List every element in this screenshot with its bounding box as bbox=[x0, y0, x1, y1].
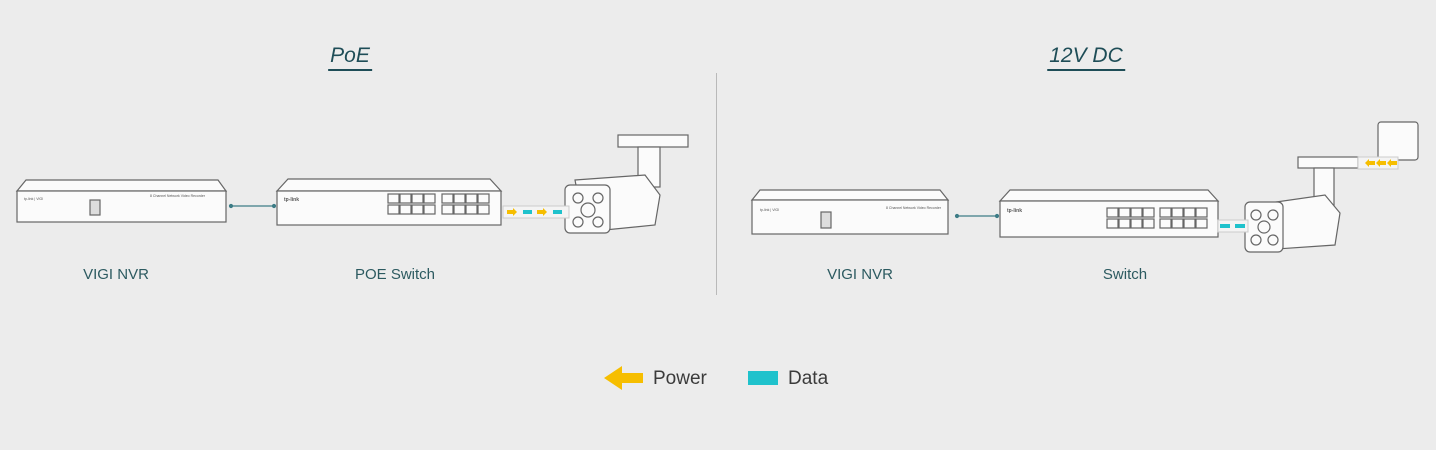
power-arrow-icon bbox=[604, 366, 643, 390]
dc-switch-label: Switch bbox=[1102, 266, 1148, 283]
ethernet-port bbox=[1142, 207, 1155, 218]
ethernet-port bbox=[1130, 207, 1143, 218]
ethernet-port bbox=[1142, 218, 1155, 229]
ethernet-port bbox=[387, 193, 400, 204]
camera-poe bbox=[564, 134, 689, 234]
port-group bbox=[1106, 207, 1155, 229]
nvr-model-text: 8 Channel Network Video Recorder bbox=[886, 206, 942, 210]
ethernet-port bbox=[399, 193, 412, 204]
wall-outlet-icon bbox=[1377, 121, 1419, 161]
ethernet-port bbox=[1171, 207, 1184, 218]
ethernet-port bbox=[399, 204, 412, 215]
data-cable bbox=[1217, 219, 1249, 233]
ethernet-port bbox=[411, 204, 424, 215]
legend-data-label: Data bbox=[788, 368, 829, 389]
ethernet-port bbox=[1183, 207, 1196, 218]
poe-section-title: PoE bbox=[328, 44, 372, 71]
ethernet-port bbox=[1195, 207, 1208, 218]
ethernet-port bbox=[1118, 207, 1131, 218]
ethernet-port bbox=[453, 204, 466, 215]
legend-power-label: Power bbox=[653, 368, 707, 389]
switch-device: tp-link bbox=[998, 189, 1220, 238]
ethernet-port bbox=[1159, 207, 1172, 218]
nvr-device-dc: tp-link | VIGI 8 Channel Network Video R… bbox=[750, 189, 950, 235]
ethernet-port bbox=[387, 204, 400, 215]
ethernet-port bbox=[465, 193, 478, 204]
data-swatch-icon bbox=[748, 371, 778, 385]
ethernet-port bbox=[423, 193, 436, 204]
ethernet-port bbox=[1171, 218, 1184, 229]
switch-brand-text: tp-link bbox=[284, 197, 299, 203]
power-cable bbox=[1357, 156, 1399, 170]
ethernet-port bbox=[441, 193, 454, 204]
ethernet-port bbox=[1195, 218, 1208, 229]
poe-cable bbox=[502, 205, 570, 219]
poe-switch-label: POE Switch bbox=[354, 266, 436, 283]
ethernet-port bbox=[1130, 218, 1143, 229]
ethernet-port bbox=[477, 204, 490, 215]
ethernet-port bbox=[1159, 218, 1172, 229]
port-group bbox=[441, 193, 490, 215]
port-group bbox=[1159, 207, 1208, 229]
nvr-brand-text: tp-link | VIGI bbox=[760, 208, 779, 212]
ethernet-port bbox=[1183, 218, 1196, 229]
poe-switch-device: tp-link bbox=[275, 178, 503, 226]
ethernet-port bbox=[1106, 207, 1119, 218]
nvr-model-text: 8 Channel Network Video Recorder bbox=[150, 194, 206, 198]
switch-brand-text: tp-link bbox=[1007, 208, 1022, 214]
nvr-device-poe: tp-link | VIGI 8 Channel Network Video R… bbox=[15, 179, 228, 223]
nvr-switch-link bbox=[228, 203, 1000, 219]
section-divider bbox=[716, 73, 717, 295]
ethernet-port bbox=[477, 193, 490, 204]
ethernet-port bbox=[411, 193, 424, 204]
ethernet-port bbox=[441, 204, 454, 215]
dc-nvr-label: VIGI NVR bbox=[827, 266, 893, 283]
ethernet-port bbox=[1118, 218, 1131, 229]
ethernet-port bbox=[423, 204, 436, 215]
ethernet-port bbox=[453, 193, 466, 204]
port-group bbox=[387, 193, 436, 215]
camera-dc bbox=[1244, 121, 1419, 253]
nvr-brand-text: tp-link | VIGI bbox=[24, 197, 43, 201]
ethernet-port bbox=[1106, 218, 1119, 229]
dc-section-title: 12V DC bbox=[1047, 44, 1125, 71]
ethernet-port bbox=[465, 204, 478, 215]
poe-nvr-label: VIGI NVR bbox=[83, 266, 149, 283]
